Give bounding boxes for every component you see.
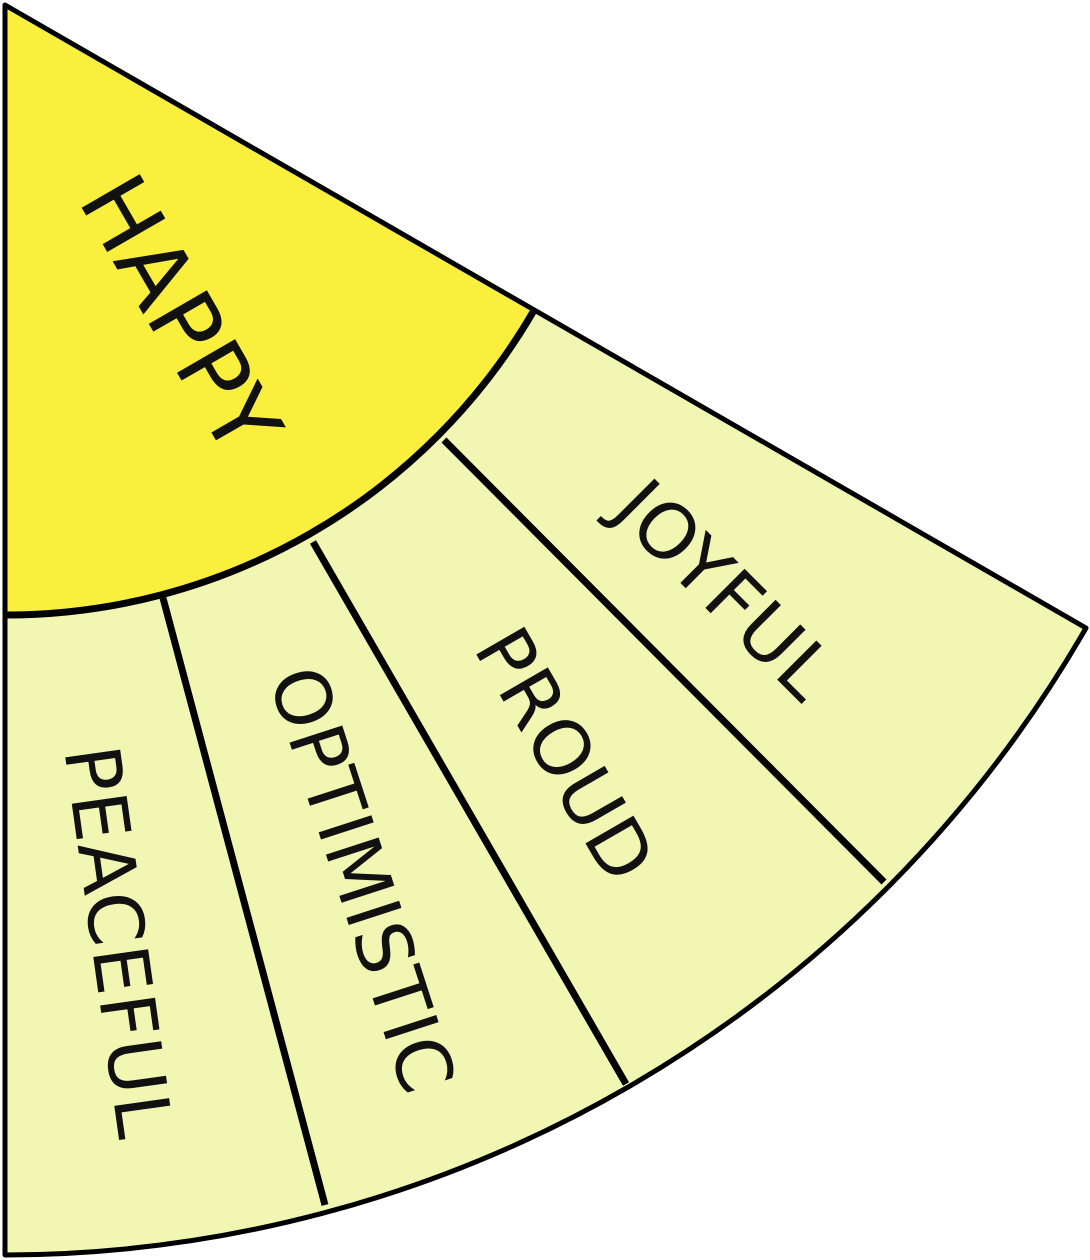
core-boundary-arc [4,310,537,619]
divider-optimistic-peaceful [159,597,329,1206]
divider-joyful-proud [441,437,887,885]
core-segment-happy [5,5,533,616]
divider-proud-optimistic [309,540,630,1086]
